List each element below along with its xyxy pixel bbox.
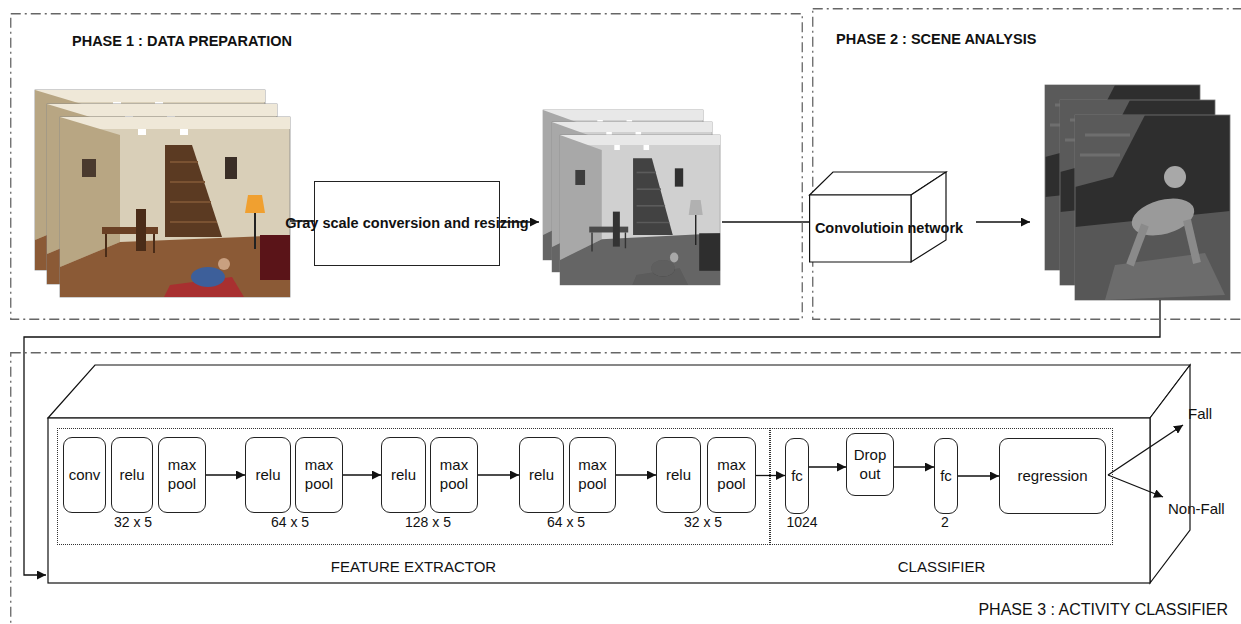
output-label-text: Fall	[1188, 405, 1212, 422]
box-text: max pool	[572, 456, 613, 494]
layer-block: fc	[934, 438, 958, 514]
layer-size: 32 x 5	[114, 514, 152, 530]
cube-outline	[809, 170, 949, 265]
box-text: max pool	[298, 456, 340, 494]
output-arrows	[1108, 425, 1183, 497]
classifier-block	[48, 365, 1190, 583]
flow-arrow	[343, 474, 381, 475]
phase-region: PHASE 2 : SCENE ANALYSIS Convolutioin net…	[812, 8, 1241, 320]
box-text: relu	[119, 466, 144, 485]
layer-size: 2	[941, 514, 949, 530]
region-outline	[11, 14, 803, 320]
group-title: CLASSIFIER	[771, 558, 1112, 575]
layer-block: relu	[519, 437, 564, 513]
layer-block: relu	[381, 437, 426, 513]
scene-frames	[1045, 85, 1230, 300]
group-title: FEATURE EXTRACTOR	[58, 558, 769, 575]
layer-block: relu	[656, 437, 701, 513]
gray-frames	[543, 110, 720, 285]
region-border	[10, 13, 803, 320]
network-cube: Convolutioin network	[809, 195, 969, 262]
layer-block: max pool	[295, 437, 343, 513]
box-text: Convolutioin network	[815, 219, 963, 237]
box-text: Drop out	[849, 446, 891, 484]
layer-size-text: 128 x 5	[405, 514, 451, 530]
box-text: relu	[255, 466, 280, 485]
layer-block: max pool	[430, 437, 478, 513]
box-text: conv	[69, 466, 101, 485]
cube-face	[911, 172, 946, 262]
flow-arrow	[616, 474, 656, 475]
layer-size-text: 1024	[786, 514, 817, 530]
region-border	[812, 8, 1241, 320]
process-box: Gray scale conversion and resizing	[314, 181, 500, 266]
layer-block: max pool	[158, 437, 206, 513]
flow-arrow	[958, 475, 999, 476]
box-text: max pool	[433, 456, 475, 494]
region-outline	[11, 353, 1241, 624]
box-text: relu	[529, 466, 554, 485]
layer-block: max pool	[569, 437, 616, 513]
layer-block: relu	[111, 437, 153, 513]
phase-region: PHASE 3 : ACTIVITY CLASSIFIER FEATURE EXT…	[10, 352, 1241, 624]
output-label: Non-Fall	[1168, 500, 1225, 517]
layer-block: relu	[245, 437, 291, 513]
layer-size-text: 2	[941, 514, 949, 530]
output-label-text: Non-Fall	[1168, 500, 1225, 517]
region-outline	[813, 9, 1241, 320]
layer-block: regression	[999, 438, 1106, 514]
layer-size: 128 x 5	[405, 514, 451, 530]
output-label: Fall	[1188, 405, 1212, 422]
box-text: Gray scale conversion and resizing	[285, 214, 528, 232]
flow-arrow	[206, 474, 245, 475]
box-text: relu	[391, 466, 416, 485]
box-text: regression	[1017, 467, 1087, 486]
layer-block: Drop out	[846, 433, 894, 496]
box-text: max pool	[710, 456, 753, 494]
box-text: relu	[666, 466, 691, 485]
flow-arrow	[478, 474, 519, 475]
layer-size-text: 64 x 5	[271, 514, 309, 530]
layer-size-text: 64 x 5	[547, 514, 585, 530]
color-frames	[35, 90, 290, 297]
phase-title: PHASE 2 : SCENE ANALYSIS	[836, 31, 1036, 47]
phase-title: PHASE 3 : ACTIVITY CLASSIFIER	[978, 601, 1228, 619]
layer-size: 1024	[786, 514, 817, 530]
layer-block: fc	[785, 438, 809, 514]
flow-arrow	[894, 466, 934, 467]
layer-block: conv	[63, 437, 106, 513]
box-text: fc	[791, 467, 803, 486]
box-text: max pool	[161, 456, 203, 494]
layer-block: max pool	[707, 437, 756, 513]
layer-size: 32 x 5	[684, 514, 722, 530]
phase-title: PHASE 1 : DATA PREPARATION	[72, 33, 292, 49]
flow-arrow	[809, 466, 846, 467]
phase-region: PHASE 1 : DATA PREPARATION Gray scale con…	[10, 13, 803, 320]
box-text: fc	[940, 467, 952, 486]
layer-size-text: 32 x 5	[114, 514, 152, 530]
layer-size: 64 x 5	[547, 514, 585, 530]
layer-size: 64 x 5	[271, 514, 309, 530]
layer-size-text: 32 x 5	[684, 514, 722, 530]
